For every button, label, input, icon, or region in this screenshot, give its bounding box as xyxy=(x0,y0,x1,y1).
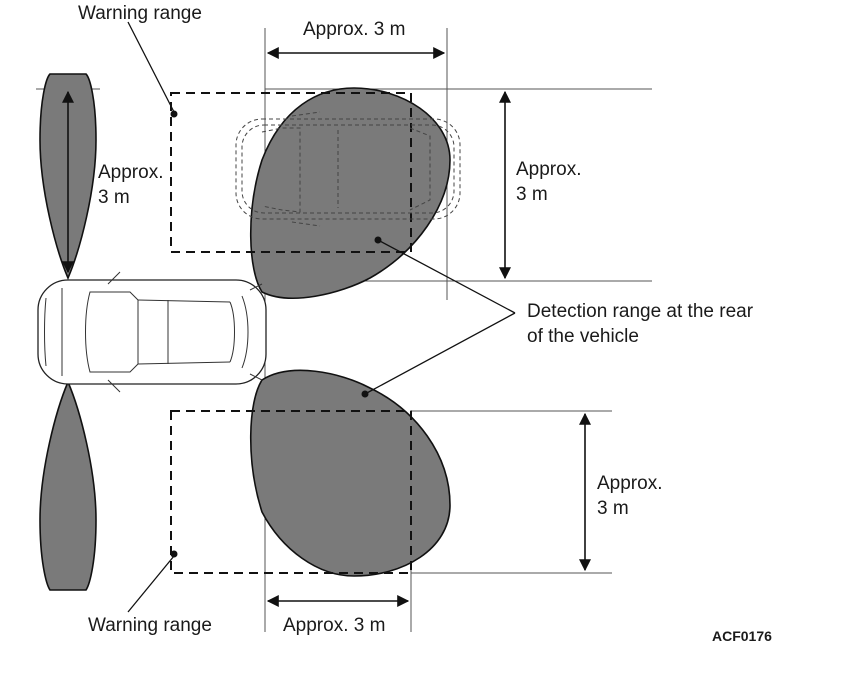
leader-lines xyxy=(127,21,516,613)
approx-label-top: Approx. 3 m xyxy=(303,19,405,40)
side-sensor-zone-lower xyxy=(39,379,97,591)
warning-range-box-upper xyxy=(170,92,412,253)
detection-range-label-line2: of the vehicle xyxy=(527,326,639,347)
rear-detection-zone-upper xyxy=(249,87,451,299)
rear-detection-zone-lower xyxy=(249,369,451,577)
warning-range-box-lower xyxy=(170,410,412,574)
approx-label-bottom: Approx. 3 m xyxy=(283,615,385,636)
warning-range-label-bottom: Warning range xyxy=(88,615,212,636)
approx-label-right-top-line2: 3 m xyxy=(516,184,548,205)
warning-range-label-top: Warning range xyxy=(78,3,202,24)
approx-label-right-bottom-line1: Approx. xyxy=(597,473,662,494)
approx-label-right-top-line1: Approx. xyxy=(516,159,581,180)
figure-code: ACF0176 xyxy=(712,628,772,644)
approx-label-right-bottom-line2: 3 m xyxy=(597,498,629,519)
approaching-vehicle-outline xyxy=(235,111,461,227)
detection-range-label-line1: Detection range at the rear xyxy=(527,301,754,322)
ego-vehicle xyxy=(37,271,267,393)
approx-label-left-line1: Approx. xyxy=(98,162,163,183)
approx-label-left-line2: 3 m xyxy=(98,187,130,208)
